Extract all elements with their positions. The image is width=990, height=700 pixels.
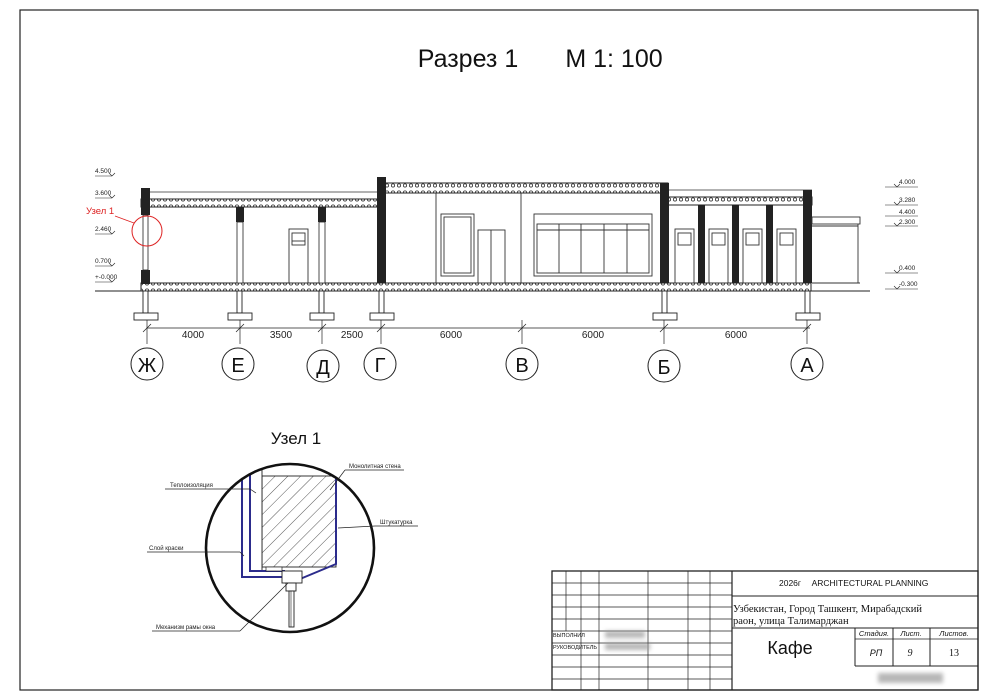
svg-text:Б: Б <box>657 357 670 379</box>
svg-text:6000: 6000 <box>725 330 748 341</box>
door <box>708 228 729 284</box>
tb-supervisor-label: РУКОВОДИТЕЛЬ <box>553 645 597 651</box>
svg-text:0.400: 0.400 <box>899 265 916 272</box>
svg-text:2.300: 2.300 <box>899 219 916 226</box>
label-paint-layer: Слой краски <box>149 545 184 552</box>
wall-zh-lower <box>141 270 150 284</box>
svg-text:-0.300: -0.300 <box>899 281 918 288</box>
svg-text:6000: 6000 <box>440 330 463 341</box>
scale-label: М 1: 100 <box>565 45 662 73</box>
title-block-text: 2026г ARCHITECTURAL PLANNING Узбекистан,… <box>553 578 969 659</box>
roof-slab-center <box>377 182 669 194</box>
tb-project: Кафе <box>767 638 812 658</box>
svg-text:2.460: 2.460 <box>95 226 112 233</box>
window <box>533 213 653 277</box>
monolithic-wall-fill <box>261 475 337 568</box>
floor-slab <box>140 282 812 292</box>
svg-text:4.400: 4.400 <box>899 209 916 216</box>
svg-text:3.280: 3.280 <box>899 197 916 204</box>
dimension-labels: 4000 3500 2500 6000 6000 6000 <box>182 330 748 341</box>
tb-sheet-label: Лист. <box>899 629 921 638</box>
svg-text:2500: 2500 <box>341 330 364 341</box>
tb-address-line2: раон, улица Талимарджан <box>733 616 849 627</box>
axis-marker: А <box>790 347 824 381</box>
tb-stage-label: Стадия. <box>859 629 889 638</box>
axis-marker: Г <box>363 347 397 381</box>
tb-year: 2026г <box>779 578 801 588</box>
redacted-names <box>605 631 943 683</box>
label-plaster: Штукатурка <box>380 520 413 526</box>
svg-text:Е: Е <box>231 355 244 377</box>
tb-address-line1: Узбекистан, Город Ташкент, Мирабадский <box>733 604 922 615</box>
node-callout-circle <box>131 215 163 247</box>
svg-text:0.700: 0.700 <box>95 258 112 265</box>
door <box>674 228 695 284</box>
svg-text:4.500: 4.500 <box>95 168 112 175</box>
label-window-mechanism: Механизм рамы окна <box>156 625 216 631</box>
wall-b <box>660 183 669 283</box>
roof-slab-right <box>663 196 813 206</box>
axis-marker: Б <box>647 349 681 383</box>
sheet-frame <box>19 9 979 691</box>
axis-marker: Е <box>221 347 255 381</box>
building-section: Узел 1 <box>86 177 870 321</box>
foundations <box>133 290 821 321</box>
door <box>776 228 797 284</box>
wall-g <box>377 177 386 283</box>
window <box>440 213 475 277</box>
tb-org: ARCHITECTURAL PLANNING <box>812 578 929 588</box>
node-detail: Теплоизоляция Монолитная стена Штукатурк… <box>147 462 418 634</box>
svg-text:Д: Д <box>316 357 330 379</box>
door <box>288 228 309 284</box>
svg-text:Г: Г <box>375 355 386 377</box>
left-level-marks: 4.500 3.600 2.460 0.700 +-0.000 <box>95 168 118 283</box>
node-detail-circle <box>204 462 376 634</box>
svg-text:+-0.000: +-0.000 <box>95 274 118 281</box>
svg-text:А: А <box>800 355 814 377</box>
label-insulation: Теплоизоляция <box>170 483 213 489</box>
svg-text:4.000: 4.000 <box>899 179 916 186</box>
column-e <box>236 207 244 222</box>
tb-executed-label: ВЫПОЛНИЛ <box>553 633 585 639</box>
door <box>477 229 506 284</box>
label-monolithic-wall: Монолитная стена <box>349 464 401 470</box>
axis-marker: Д <box>306 349 340 383</box>
axis-marker: Ж <box>130 347 164 381</box>
svg-text:Ж: Ж <box>138 355 157 377</box>
section-title: Разрез 1 <box>418 45 519 73</box>
svg-text:3.600: 3.600 <box>95 190 112 197</box>
svg-text:4000: 4000 <box>182 330 205 341</box>
tb-stage: РП <box>870 648 883 658</box>
wall-zh-upper <box>141 188 150 215</box>
axis-markers: Ж Е Д Г В Б А <box>130 347 824 383</box>
node-detail-title: Узел 1 <box>271 429 321 448</box>
svg-text:В: В <box>515 355 528 377</box>
tb-sheet: 9 <box>908 648 913 659</box>
svg-text:6000: 6000 <box>582 330 605 341</box>
node-callout-label: Узел 1 <box>86 206 114 217</box>
axis-marker: В <box>505 347 539 381</box>
tb-sheets: 13 <box>949 648 959 659</box>
column-d <box>318 207 326 222</box>
roof-slab-left <box>140 198 382 208</box>
tb-sheets-label: Листов. <box>938 629 968 638</box>
right-level-marks: 4.000 3.280 4.400 2.300 0.400 -0.300 <box>885 179 918 290</box>
dimension-chain <box>142 320 812 344</box>
svg-text:3500: 3500 <box>270 330 293 341</box>
door <box>742 228 763 284</box>
wall-a <box>803 190 812 283</box>
